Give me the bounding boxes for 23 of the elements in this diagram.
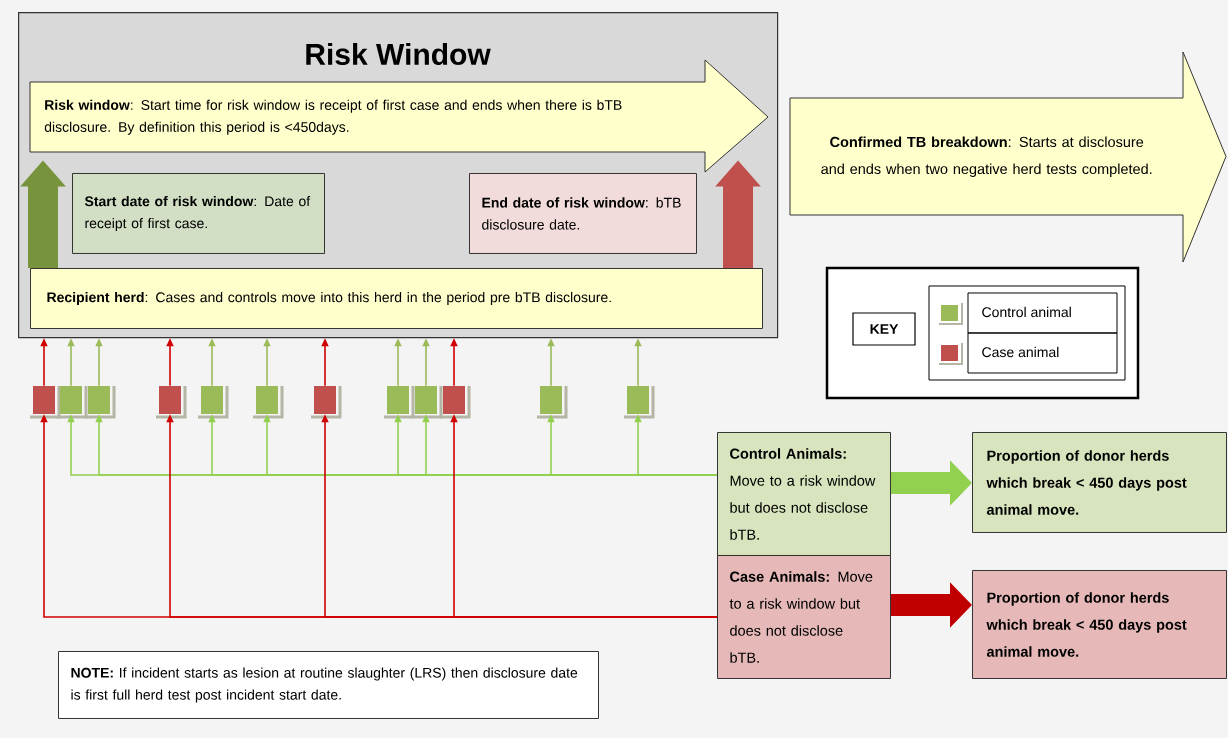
date-box: Start date of risk window: Date of receipt of first case.	[72, 173, 325, 254]
animal-group-box: Control Animals: Move to a risk window but does not disclose bTB.	[717, 432, 891, 556]
animal-group-box: Case Animals: Move to a risk window but does not disclose bTB.	[717, 555, 891, 679]
date-box: End date of risk window: bTB disclosure date.	[469, 173, 697, 254]
animal-square	[30, 386, 61, 419]
animal-square	[440, 386, 471, 419]
animal-square	[412, 386, 443, 419]
legend-entry: Control animal	[967, 292, 1118, 334]
animal-square	[253, 386, 284, 419]
result-box: Proportion of donor herds which break < 450 days post animal move.	[972, 432, 1227, 533]
animal-square	[624, 386, 655, 419]
herd-box: Recipient herd: Cases and controls move into this herd in the period pre bTB disclosure.	[30, 268, 763, 329]
key-label: KEY	[852, 312, 916, 346]
animal-square	[57, 386, 88, 419]
note-box: NOTE: If incident starts as lesion at routine slaughter (LRS) then disclosure date is first full herd test post incident start date.	[58, 651, 599, 719]
legend-entry: Case animal	[967, 332, 1118, 374]
animal-square	[85, 386, 116, 419]
result-box: Proportion of donor herds which break < 450 days post animal move.	[972, 570, 1227, 679]
animal-square	[156, 386, 187, 419]
animal-square	[384, 386, 415, 419]
animal-square	[311, 386, 342, 419]
animal-square	[198, 386, 229, 419]
animal-square	[537, 386, 568, 419]
